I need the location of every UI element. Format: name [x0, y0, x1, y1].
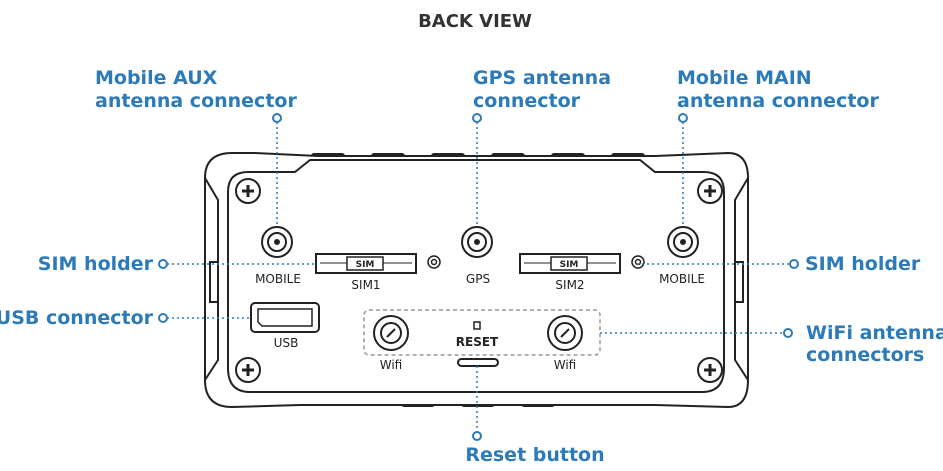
callout-wifi-line2: connectors [806, 344, 924, 366]
callout-mobile-aux-line1: Mobile AUX [95, 67, 218, 89]
connector-icon [667, 226, 699, 258]
screw-icon [697, 357, 723, 383]
port-label-mobile-right: MOBILE [659, 272, 705, 286]
leader-dots [158, 113, 799, 441]
callout-mobile-main-line1: Mobile MAIN [677, 67, 812, 89]
usb-port [250, 302, 320, 333]
screws [235, 178, 723, 383]
connector-icon [461, 226, 493, 258]
port-label-wifi-right: Wifi [554, 358, 577, 372]
callout-gps-line2: connector [473, 90, 581, 112]
port-label-gps: GPS [466, 272, 490, 286]
callout-mobile-aux-line2: antenna connector [95, 90, 297, 112]
status-leds [427, 255, 645, 269]
mobile-aux-connector [261, 226, 293, 258]
led-icon [631, 255, 645, 269]
callout-sim-holder-right: SIM holder [805, 253, 921, 275]
connector-icon [373, 315, 409, 351]
gps-connector [461, 226, 493, 258]
sim2-slot: SIM [519, 253, 621, 274]
port-label-mobile-left: MOBILE [255, 272, 301, 286]
wifi-connector-right [547, 315, 583, 351]
connector-icon [547, 315, 583, 351]
router-body [204, 151, 749, 409]
port-label-sim2: SIM2 [555, 278, 584, 292]
screw-icon [235, 357, 261, 383]
port-label-sim1: SIM1 [351, 278, 380, 292]
reset-led-icon [473, 321, 481, 330]
callout-gps-line1: GPS antenna [473, 67, 611, 89]
wifi-connector-left [373, 315, 409, 351]
callout-usb: USB connector [0, 307, 154, 329]
callouts: Mobile AUX antenna connector GPS antenna… [0, 67, 943, 466]
port-label-usb: USB [274, 336, 299, 350]
screw-icon [697, 178, 723, 204]
leader-lines [167, 122, 790, 432]
port-label-reset: RESET [456, 335, 499, 349]
screw-icon [235, 178, 261, 204]
reset-button [457, 321, 499, 367]
callout-sim-holder-left: SIM holder [38, 253, 154, 275]
diagram-title: BACK VIEW [418, 11, 532, 32]
mobile-main-connector [667, 226, 699, 258]
sim1-slot-label: SIM [356, 260, 375, 270]
callout-wifi-line1: WiFi antenna [806, 322, 943, 344]
callout-reset: Reset button [465, 444, 604, 466]
led-icon [427, 255, 441, 269]
sim2-slot-label: SIM [560, 260, 579, 270]
sim1-slot: SIM [315, 253, 417, 274]
wifi-reset-group [363, 309, 601, 356]
port-labels: MOBILE SIM1 GPS SIM2 MOBILE USB RESET Wi… [255, 272, 705, 372]
callout-mobile-main-line2: antenna connector [677, 90, 879, 112]
port-label-wifi-left: Wifi [380, 358, 403, 372]
connector-icon [261, 226, 293, 258]
